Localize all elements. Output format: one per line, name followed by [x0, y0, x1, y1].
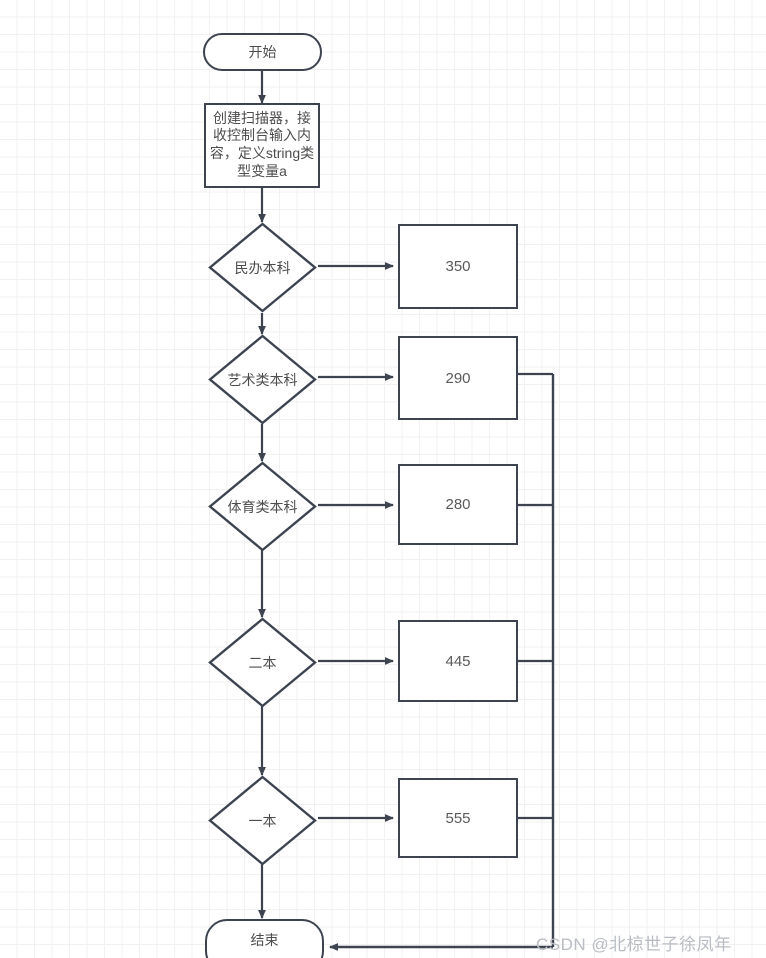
decision-4-shape [208, 617, 317, 708]
decision-2-label: 艺术类本科 [227, 371, 298, 388]
value-node-1[interactable]: 350 [398, 224, 518, 309]
end-node-label: 结束 [250, 932, 279, 948]
value-node-4-label: 445 [445, 652, 471, 670]
decision-node-2[interactable]: 艺术类本科 [208, 334, 317, 425]
value-node-2[interactable]: 290 [398, 336, 518, 420]
decision-5-shape [208, 775, 317, 866]
decision-node-1[interactable]: 民办本科 [208, 222, 317, 313]
input-process-node[interactable]: 创建扫描器，接收控制台输入内容，定义string类型变量a [204, 103, 320, 188]
decision-3-shape [208, 461, 317, 552]
csdn-watermark: CSDN @北椋世子徐凤年 [536, 935, 732, 954]
value-node-5-label: 555 [445, 809, 471, 827]
value-node-1-label: 350 [445, 258, 471, 275]
decision-node-3[interactable]: 体育类本科 [208, 461, 317, 552]
value-node-2-label: 290 [445, 369, 471, 387]
value-node-3-label: 280 [445, 496, 471, 513]
value-node-3[interactable]: 280 [398, 464, 518, 545]
input-process-label: 创建扫描器，接收控制台输入内容，定义string类型变量a [209, 109, 315, 180]
decision-1-label: 民办本科 [234, 259, 291, 276]
decision-2-shape [208, 334, 317, 425]
decision-node-5[interactable]: 一本 [208, 775, 317, 866]
decision-3-label: 体育类本科 [227, 498, 298, 515]
decision-node-4[interactable]: 二本 [208, 617, 317, 708]
value-node-5[interactable]: 555 [398, 778, 518, 858]
decision-4-label: 二本 [248, 654, 277, 671]
end-node[interactable]: 结束 [205, 919, 324, 958]
start-node-label: 开始 [248, 44, 277, 60]
decision-1-shape [208, 222, 317, 313]
start-node[interactable]: 开始 [203, 33, 322, 71]
value-node-4[interactable]: 445 [398, 620, 518, 702]
decision-5-label: 一本 [248, 812, 277, 829]
